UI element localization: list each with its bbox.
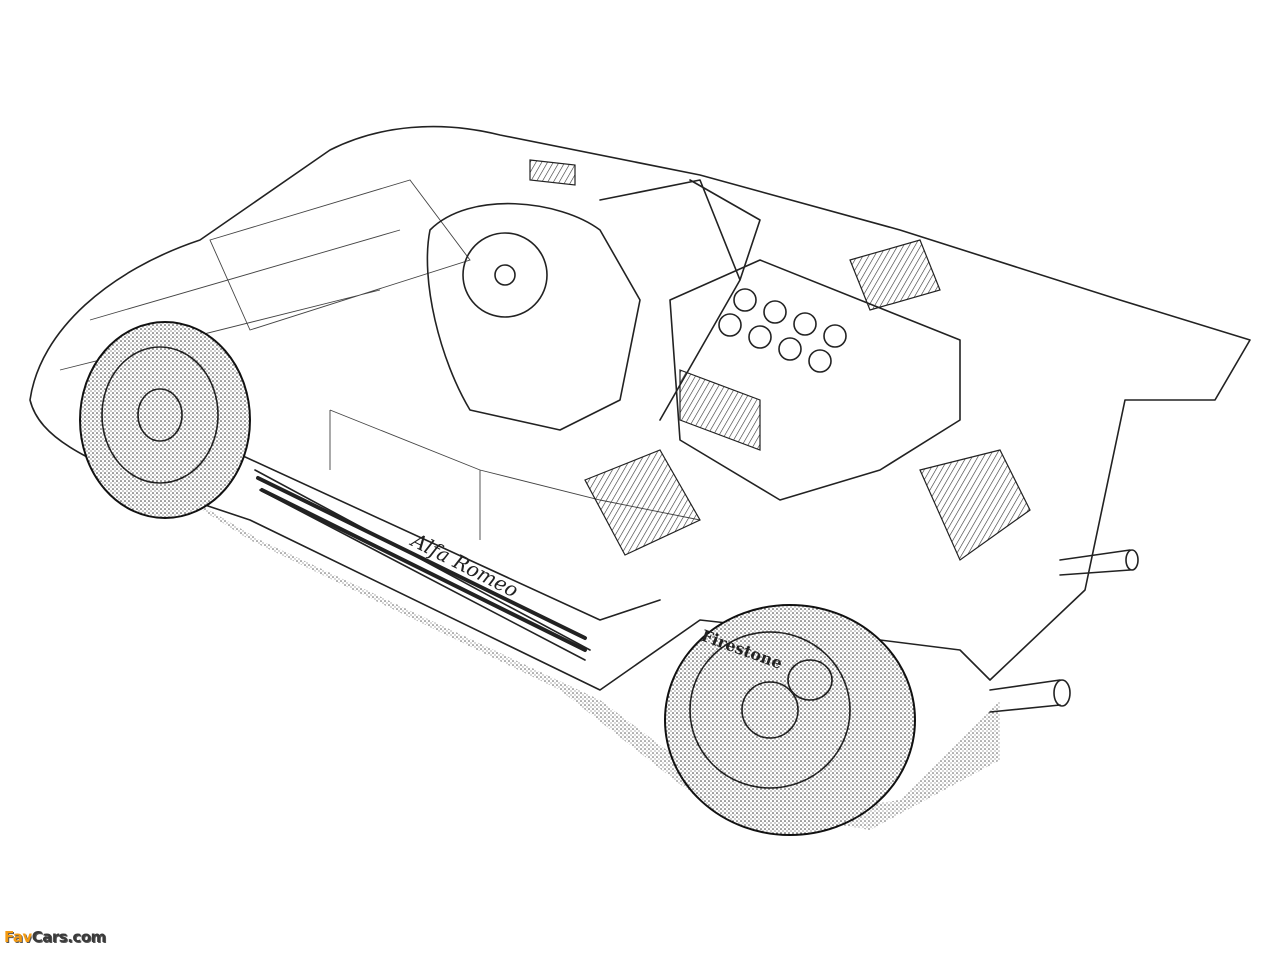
- front-wheel: [79, 321, 251, 519]
- watermark-part1: Fav: [4, 928, 32, 946]
- cockpit-opening: [426, 202, 641, 431]
- ground-shadow: [90, 440, 1000, 830]
- watermark-part2: Cars.com: [31, 928, 106, 946]
- roll-bar: [599, 179, 761, 421]
- side-stripes: [256, 476, 587, 652]
- exhaust-pipe-upper: [1059, 549, 1131, 576]
- gearbox: [919, 449, 1031, 561]
- engine-fins: [679, 369, 761, 451]
- steering-wheel: [462, 232, 548, 318]
- exhaust-tip-lower: [1053, 679, 1071, 707]
- engine-block: [669, 259, 961, 501]
- favcars-watermark: FavCars.com: [4, 928, 106, 946]
- rear-wheel: [664, 604, 916, 836]
- vent-louvres: [529, 159, 576, 186]
- exhaust-pipe-lower: [989, 679, 1061, 713]
- steering-hub: [494, 264, 516, 286]
- radiator-left: [584, 449, 701, 556]
- exhaust-tip-upper: [1125, 549, 1139, 571]
- radiator-rear: [849, 239, 941, 311]
- engine-intakes: [718, 288, 847, 373]
